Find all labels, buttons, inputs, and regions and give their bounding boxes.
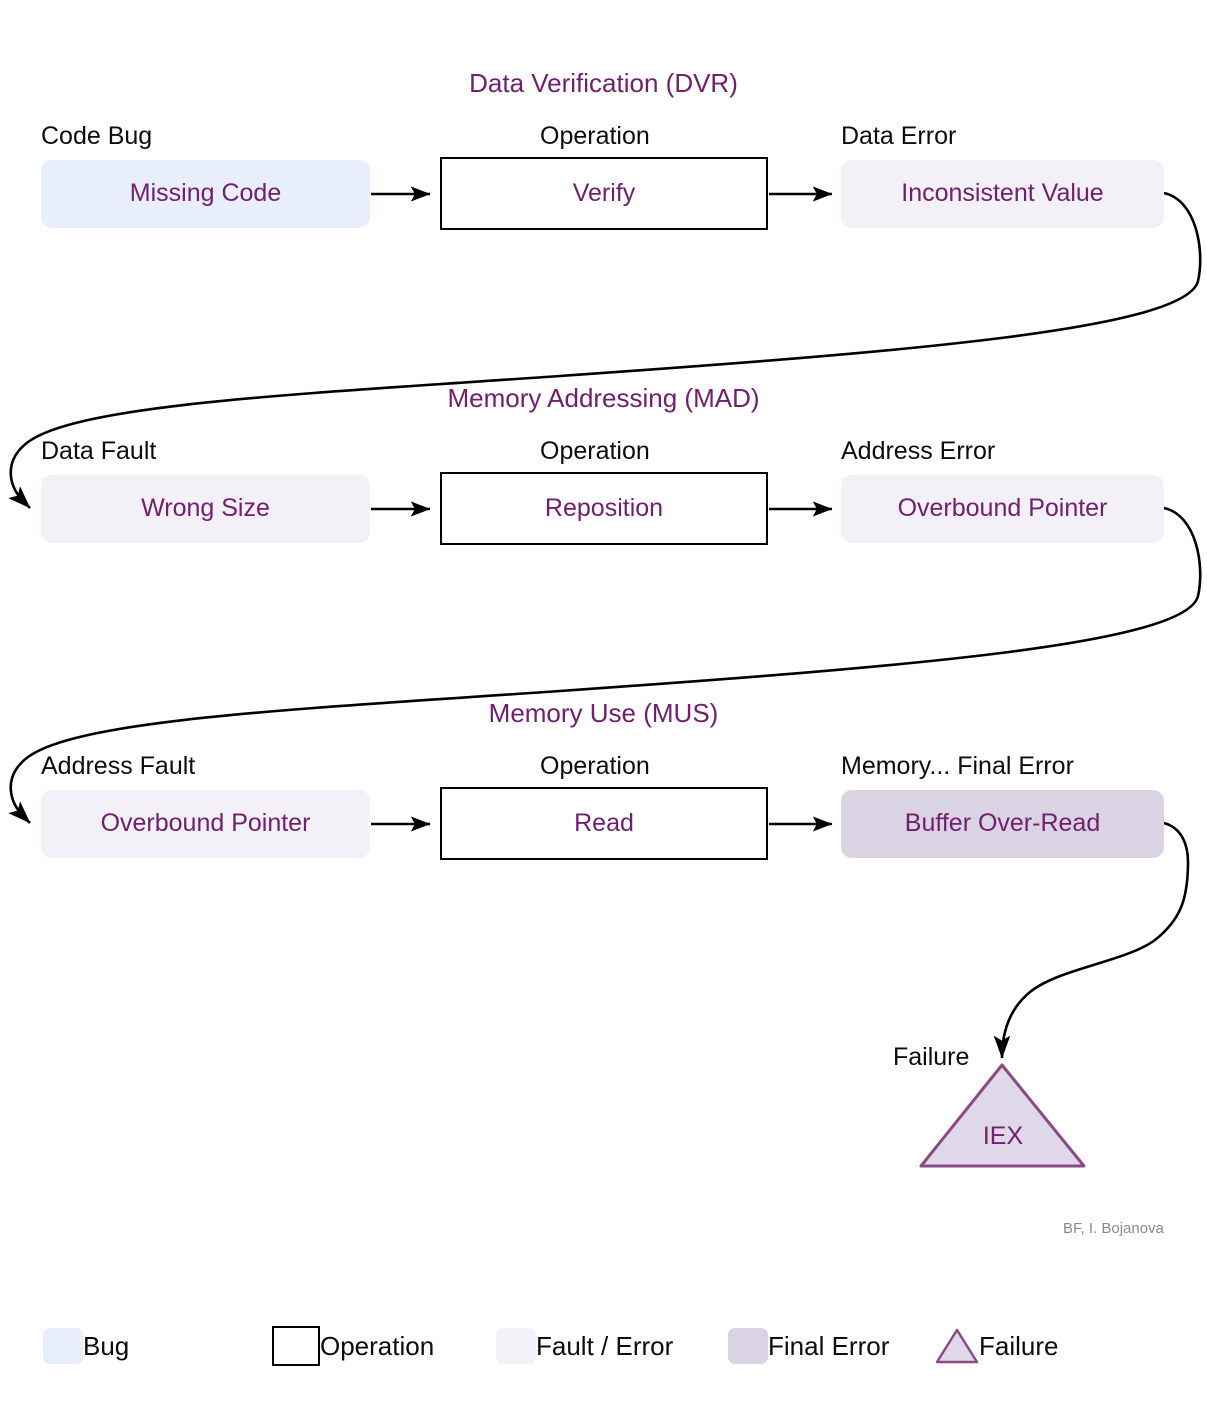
- caption-failure: Failure: [893, 1043, 970, 1071]
- failure-triangle[interactable]: IEX: [918, 1060, 1088, 1172]
- legend-label: Fault / Error: [536, 1331, 674, 1361]
- node-operation-reposition[interactable]: Reposition: [440, 472, 768, 545]
- node-label: Verify: [572, 178, 636, 207]
- legend-item-bug: Bug: [43, 1320, 129, 1372]
- legend-item-final-error: Final Error: [728, 1320, 889, 1372]
- node-error-overbound-pointer[interactable]: Overbound Pointer: [841, 475, 1164, 543]
- legend-label: Operation: [320, 1331, 435, 1361]
- node-label: Overbound Pointer: [100, 809, 311, 838]
- node-fault-wrong-size[interactable]: Wrong Size: [41, 475, 370, 543]
- section-title-text: Data Verification (DVR): [469, 68, 738, 98]
- legend-swatch-operation-icon: [272, 1326, 320, 1366]
- caption-code-bug: Code Bug: [41, 122, 153, 150]
- node-label: Read: [574, 808, 634, 837]
- legend: Bug Operation Fault / Error Final Error …: [0, 1316, 1207, 1386]
- node-label: Overbound Pointer: [897, 494, 1108, 523]
- node-error-inconsistent-value[interactable]: Inconsistent Value: [841, 160, 1164, 228]
- legend-item-failure: Failure: [935, 1320, 1058, 1372]
- caption-operation-mad: Operation: [540, 437, 650, 465]
- node-operation-read[interactable]: Read: [440, 787, 768, 860]
- legend-swatch-fault-icon: [496, 1328, 536, 1364]
- caption-operation-dvr: Operation: [540, 122, 650, 150]
- node-fault-overbound-pointer[interactable]: Overbound Pointer: [41, 790, 370, 858]
- node-label: Reposition: [544, 493, 664, 522]
- section-title-mad: Memory Addressing (MAD): [0, 385, 1207, 411]
- node-bug-missing-code[interactable]: Missing Code: [41, 160, 370, 228]
- caption-address-error: Address Error: [841, 437, 996, 465]
- section-title-mus: Memory Use (MUS): [0, 700, 1207, 726]
- section-title-dvr: Data Verification (DVR): [0, 70, 1207, 96]
- legend-label: Bug: [83, 1331, 130, 1361]
- legend-swatch-failure-icon: [935, 1327, 979, 1365]
- node-label: Wrong Size: [141, 494, 270, 523]
- section-title-text: Memory Addressing (MAD): [447, 383, 760, 413]
- curve-mus-to-failure: [993, 821, 1190, 1059]
- caption-data-fault: Data Fault: [41, 437, 157, 465]
- caption-operation-mus: Operation: [540, 752, 650, 780]
- node-label: Buffer Over-Read: [904, 809, 1101, 838]
- node-label: Missing Code: [129, 179, 282, 208]
- legend-label: Final Error: [768, 1331, 890, 1361]
- legend-item-fault-error: Fault / Error: [496, 1320, 673, 1372]
- legend-item-operation: Operation: [272, 1320, 434, 1372]
- caption-address-fault: Address Fault: [41, 752, 196, 780]
- node-final-error-buffer-over-read[interactable]: Buffer Over-Read: [841, 790, 1164, 858]
- triangle-icon: [919, 1063, 1086, 1168]
- caption-data-error: Data Error: [841, 122, 957, 150]
- legend-swatch-bug-icon: [43, 1328, 83, 1364]
- caption-memory-final-error: Memory... Final Error: [841, 752, 1074, 780]
- section-title-text: Memory Use (MUS): [488, 698, 719, 728]
- node-operation-verify[interactable]: Verify: [440, 157, 768, 230]
- attribution-text: BF, I. Bojanova: [1063, 1220, 1164, 1237]
- node-label: Inconsistent Value: [901, 179, 1104, 208]
- legend-swatch-final-error-icon: [728, 1328, 768, 1364]
- legend-label: Failure: [979, 1331, 1059, 1361]
